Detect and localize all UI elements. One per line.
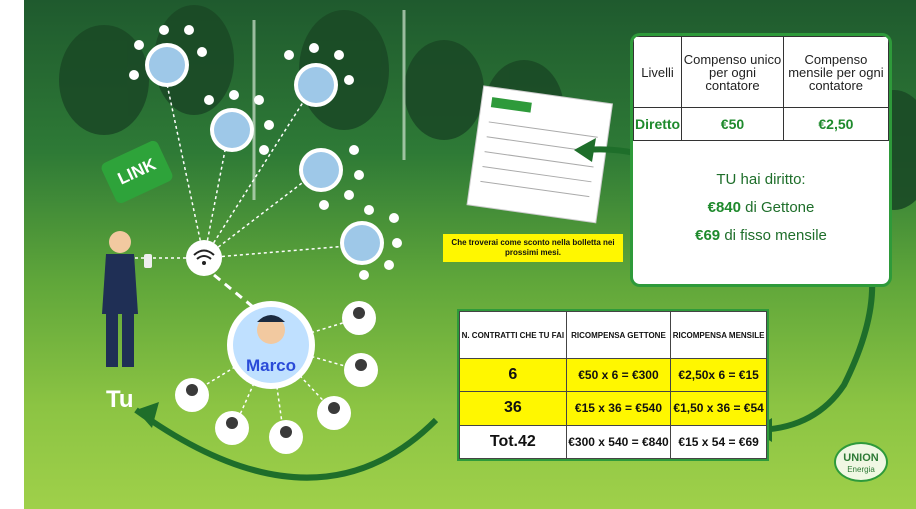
- entitlement-mensile: €69 di fisso mensile: [695, 227, 827, 244]
- cell-contratti: 6: [459, 357, 567, 393]
- tu-label: Tu: [106, 386, 134, 413]
- cell-compenso-unico: €50: [681, 107, 784, 141]
- header-ricompensa-gettone: RICOMPENSA GETTONE: [565, 311, 672, 359]
- header-livelli: Livelli: [633, 36, 683, 108]
- table-row: 36 €15 x 36 = €540 €1,50 x 36 = €54: [459, 391, 767, 426]
- entitlement-message: TU hai diritto: €840 di Gettone €69 di f…: [633, 166, 889, 250]
- left-margin: [0, 0, 24, 509]
- table-row: 6 €50 x 6 = €300 €2,50x 6 = €15: [459, 357, 767, 393]
- cell-mensile: €15 x 54 = €69: [670, 424, 767, 460]
- cell-gettone: €15 x 36 = €540: [565, 391, 672, 426]
- header-ricompensa-mensile: RICOMPENSA MENSILE: [670, 311, 767, 359]
- union-energia-logo: UNION Energia: [834, 442, 888, 482]
- marco-label: Marco: [245, 356, 297, 375]
- slide-canvas: LINK Tu Marco Che troverai come sconto n…: [24, 0, 916, 509]
- cell-totale: Tot.42: [459, 424, 567, 460]
- header-contratti: N. CONTRATTI CHE TU FAI: [459, 311, 567, 359]
- header-compenso-mensile: Compenso mensile per ogni contatore: [782, 36, 889, 108]
- table-row: Tot.42 €300 x 540 = €840 €15 x 54 = €69: [459, 424, 767, 460]
- cell-mensile: €1,50 x 36 = €54: [670, 391, 767, 426]
- cell-mensile: €2,50x 6 = €15: [670, 357, 767, 393]
- cell-compenso-mensile: €2,50: [782, 107, 889, 141]
- cell-diretto: Diretto: [633, 107, 683, 141]
- cell-gettone: €50 x 6 = €300: [565, 357, 672, 393]
- entitlement-title: TU hai diritto:: [716, 171, 806, 188]
- cell-gettone: €300 x 540 = €840: [565, 424, 672, 460]
- reward-table: N. CONTRATTI CHE TU FAI RICOMPENSA GETTO…: [457, 309, 769, 461]
- discount-caption: Che troverai come sconto nella bolletta …: [443, 234, 623, 262]
- cell-contratti: 36: [459, 391, 567, 426]
- levels-table-card: Livelli Compenso unico per ogni contator…: [630, 33, 892, 287]
- entitlement-gettone: €840 di Gettone: [707, 199, 815, 216]
- header-compenso-unico: Compenso unico per ogni contatore: [681, 36, 784, 108]
